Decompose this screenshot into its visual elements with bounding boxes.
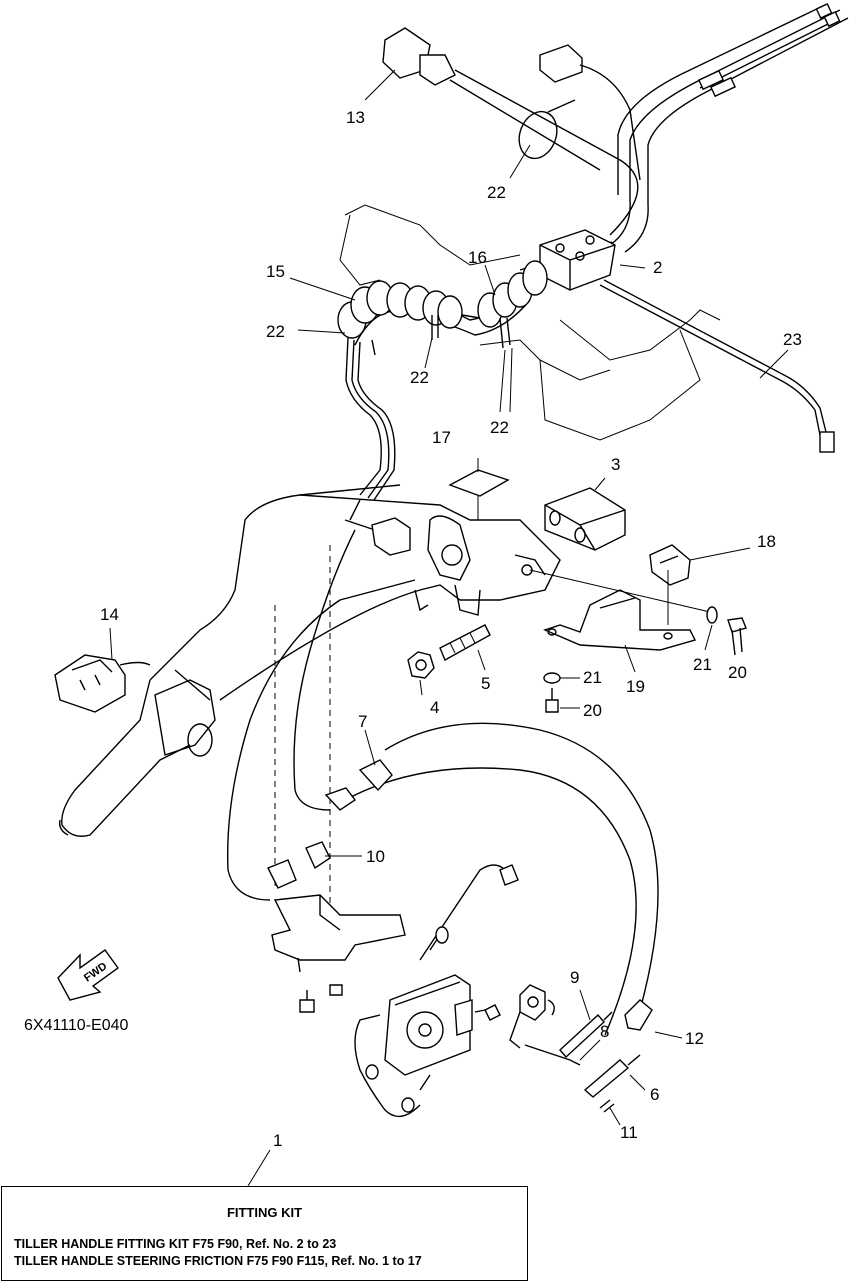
callout-10: 10 [366, 847, 385, 866]
callout-1: 1 [273, 1131, 282, 1150]
callout-22-right: 22 [490, 418, 509, 437]
callout-21-right: 21 [693, 655, 712, 674]
callout-22-top: 22 [487, 183, 506, 202]
callout-22-mid: 22 [410, 368, 429, 387]
throttle-mechanism [354, 864, 555, 1118]
clip-18 [649, 544, 691, 586]
diagram-code: 6X41110-E040 [24, 1017, 128, 1034]
callout-19: 19 [626, 677, 645, 696]
rod-9 [559, 1011, 613, 1059]
callout-8: 8 [600, 1022, 609, 1041]
clip-12 [624, 999, 653, 1031]
handle-connector [344, 499, 411, 556]
callout-15: 15 [266, 262, 285, 281]
bolts-20 [545, 617, 747, 713]
fwd-arrow-icon: FWD [57, 949, 119, 1001]
harness-wires-down [345, 337, 396, 501]
callout-23: 23 [783, 330, 802, 349]
housing-outline [339, 204, 721, 441]
callout-16: 16 [468, 248, 487, 267]
small-connector-top [539, 44, 641, 181]
clip-7 [324, 759, 393, 811]
lead-23 [599, 279, 835, 453]
callout-21-left: 21 [583, 668, 602, 687]
callout-9: 9 [570, 968, 579, 987]
kit-line-1: TILLER HANDLE FITTING KIT F75 F90, Ref. … [14, 1237, 337, 1251]
callout-18: 18 [757, 532, 776, 551]
band-22-top [518, 99, 576, 160]
stud-5 [439, 624, 491, 661]
label-17 [448, 469, 510, 520]
corrugated-harness [337, 260, 548, 346]
callout-leaders [109, 69, 789, 1187]
callout-12: 12 [685, 1029, 704, 1048]
callout-11: 11 [620, 1123, 638, 1142]
callout-7: 7 [358, 712, 367, 731]
friction-block-3 [544, 487, 626, 551]
callout-14: 14 [100, 605, 119, 624]
pin-11 [599, 1099, 615, 1113]
nut-4 [407, 651, 435, 679]
harness-clips-22 [371, 315, 511, 356]
callout-2: 2 [653, 258, 662, 277]
callout-22-left: 22 [266, 322, 285, 341]
kit-title: FITTING KIT [226, 1205, 303, 1220]
callout-6: 6 [650, 1085, 659, 1104]
clip-10 [267, 841, 331, 889]
rod-8 [524, 1044, 581, 1066]
bracket-19 [529, 569, 711, 651]
callout-20-right: 20 [728, 663, 747, 682]
switch-14 [54, 654, 151, 713]
lower-bracket [271, 894, 406, 1013]
callout-20-left: 20 [583, 701, 602, 720]
callout-17: 17 [432, 428, 451, 447]
callout-numbers: 13 22 2 15 16 22 23 22 22 17 3 18 14 21 … [24, 108, 802, 1150]
callout-5: 5 [481, 674, 490, 693]
rod-6 [583, 1054, 641, 1098]
control-cables [519, 3, 849, 271]
connector-13 [382, 27, 639, 236]
tiller-handle [58, 484, 561, 837]
callout-3: 3 [611, 455, 620, 474]
fitting-kit-box: FITTING KIT TILLER HANDLE FITTING KIT F7… [1, 1186, 528, 1281]
kit-line-2: TILLER HANDLE STEERING FRICTION F75 F90 … [14, 1254, 422, 1268]
callout-4: 4 [430, 698, 439, 717]
junction-block-2 [539, 229, 616, 291]
callout-13: 13 [346, 108, 365, 127]
